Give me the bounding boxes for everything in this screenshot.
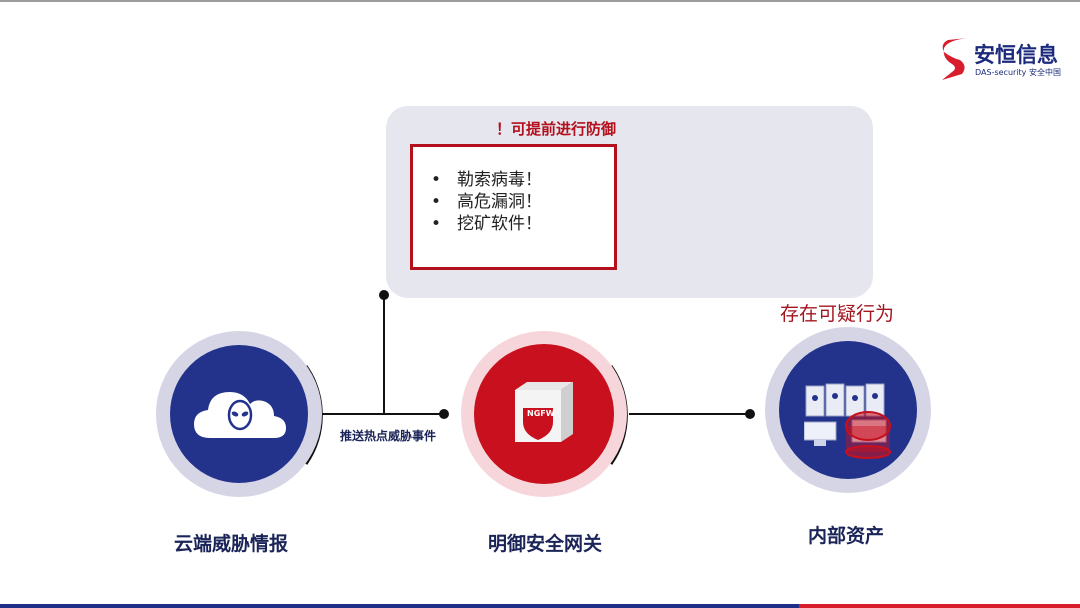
callout-connector-dot bbox=[379, 290, 389, 300]
assets-node-label: 内部资产 bbox=[808, 525, 885, 547]
bullet-icon: • bbox=[431, 170, 442, 190]
servers-computers-icon bbox=[804, 383, 891, 459]
suspicious-behavior-label: 存在可疑行为 bbox=[780, 303, 895, 325]
callout-title: ！可提前进行防御 bbox=[496, 120, 617, 138]
edge-endpoint-dot bbox=[439, 409, 449, 419]
cloud-alien-icon bbox=[194, 392, 286, 438]
bullet-icon: • bbox=[431, 192, 442, 212]
gateway-node-label: 明御安全网关 bbox=[488, 533, 603, 555]
cloud-node-label: 云端威胁情报 bbox=[174, 533, 289, 555]
bottom-divider bbox=[0, 604, 1080, 608]
bullet-icon: • bbox=[431, 214, 442, 234]
edge-endpoint-dot bbox=[745, 409, 755, 419]
logo-mark-icon bbox=[942, 38, 968, 80]
logo-name: 安恒信息 bbox=[974, 43, 1058, 67]
push-events-label: 推送热点威胁事件 bbox=[340, 429, 437, 443]
top-divider bbox=[0, 0, 1080, 2]
threat-item: •勒索病毒！ bbox=[431, 170, 542, 190]
company-logo: 安恒信息 DAS-security 安全中国 bbox=[938, 34, 1068, 84]
ngfw-badge: NGFW bbox=[527, 409, 555, 418]
ngfw-shield-box-icon bbox=[515, 382, 573, 442]
threat-list: •勒索病毒！ •高危漏洞！ •挖矿软件！ bbox=[431, 169, 542, 235]
threat-item: •挖矿软件！ bbox=[431, 214, 542, 234]
threat-list-box: •勒索病毒！ •高危漏洞！ •挖矿软件！ bbox=[410, 144, 617, 270]
threat-item: •高危漏洞！ bbox=[431, 192, 542, 212]
logo-subtitle: DAS-security 安全中国 bbox=[975, 68, 1061, 77]
